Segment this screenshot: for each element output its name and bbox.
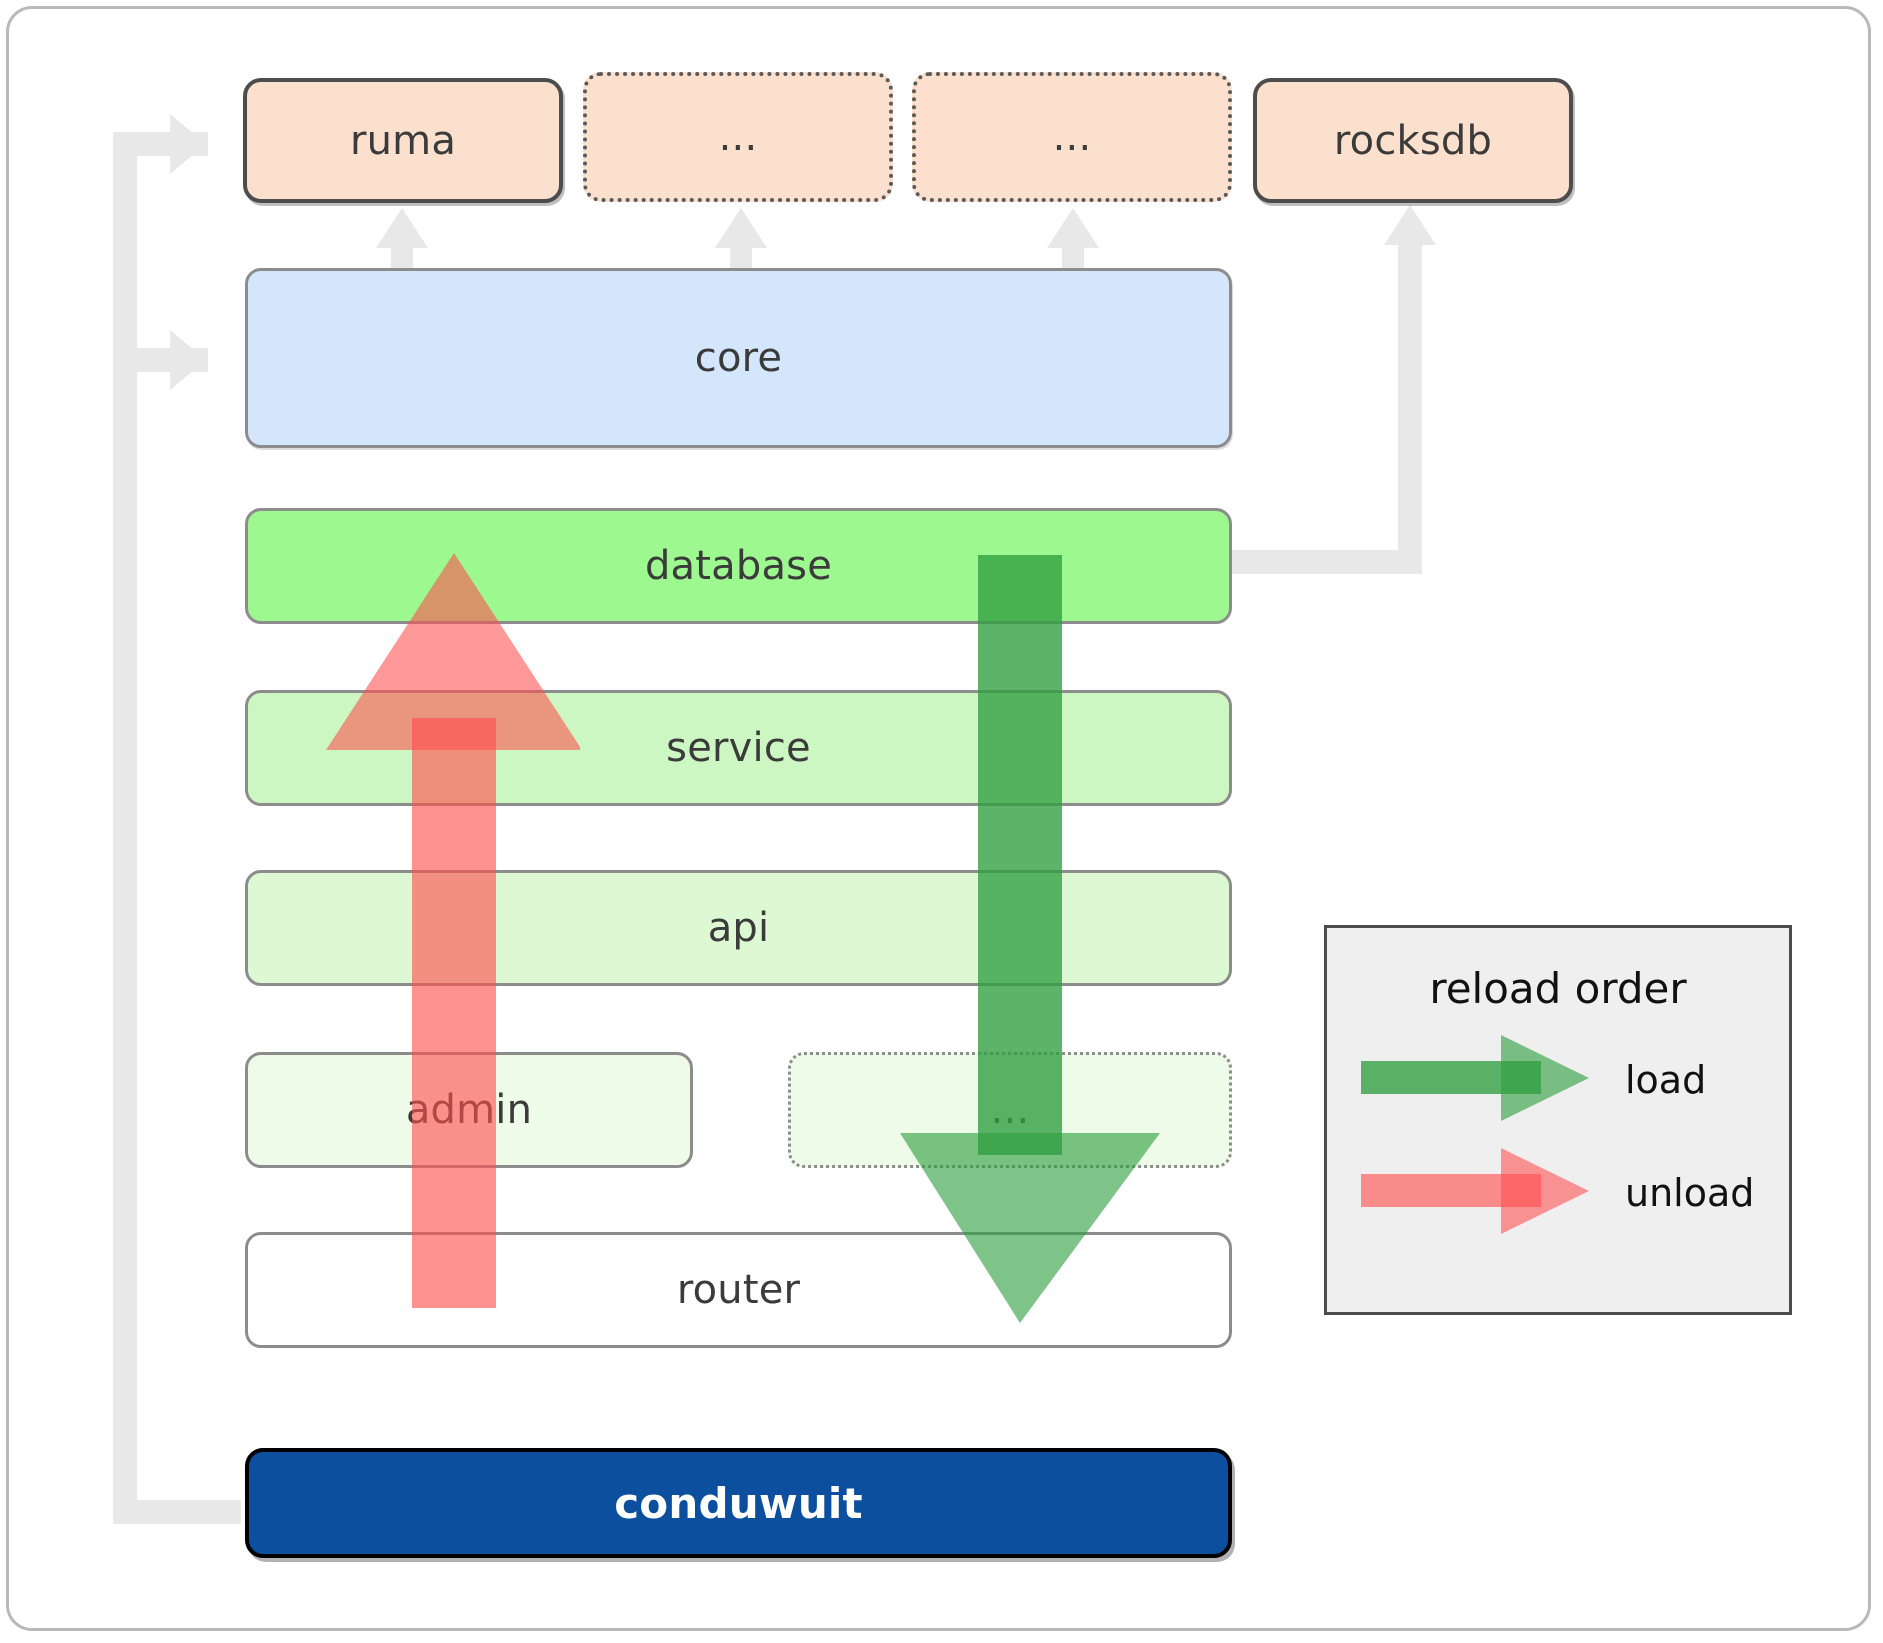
- legend-load-label: load: [1625, 1058, 1707, 1102]
- legend-title: reload order: [1429, 964, 1687, 1013]
- connector-arrow-ruma: [170, 114, 206, 174]
- connector-branch-conduwuit: [113, 1500, 241, 1524]
- connector-arrow-core-ruma: [376, 208, 428, 248]
- node-core-label: core: [694, 335, 783, 381]
- connector-arrow-core-dots2: [1047, 208, 1099, 248]
- crate-ruma[interactable]: ruma: [243, 78, 563, 203]
- legend-panel: reload order load unload: [1324, 925, 1792, 1315]
- layer-service[interactable]: service: [245, 690, 1232, 806]
- crate-ruma-label: ruma: [349, 117, 457, 164]
- layer-api[interactable]: api: [245, 870, 1232, 986]
- connector-arrow-core: [170, 330, 206, 390]
- connector-database-right: [1230, 550, 1410, 574]
- connector-left-spine: [113, 132, 137, 1512]
- layer-admin-label: admin: [405, 1087, 533, 1133]
- layer-database-label: database: [644, 543, 833, 589]
- layer-router[interactable]: router: [245, 1232, 1232, 1348]
- crate-placeholder-2[interactable]: ...: [912, 72, 1232, 202]
- node-conduwuit-label: conduwuit: [614, 1478, 863, 1528]
- connector-arrow-rocksdb: [1384, 205, 1436, 245]
- connector-arrow-core-dots1: [715, 208, 767, 248]
- legend-load-arrow-icon: [1361, 1035, 1589, 1121]
- crate-rocksdb[interactable]: rocksdb: [1253, 78, 1573, 203]
- connector-rocksdb-riser: [1398, 230, 1422, 574]
- crate-placeholder-1[interactable]: ...: [583, 72, 893, 202]
- crate-placeholder-1-label: ...: [718, 114, 758, 160]
- layer-admin[interactable]: admin: [245, 1052, 693, 1168]
- layer-service-label: service: [666, 725, 811, 771]
- legend-unload-label: unload: [1625, 1171, 1755, 1215]
- node-core[interactable]: core: [245, 268, 1232, 448]
- crate-rocksdb-label: rocksdb: [1333, 117, 1493, 164]
- layer-router-label: router: [676, 1267, 801, 1313]
- layer-database[interactable]: database: [245, 508, 1232, 624]
- layer-api-label: api: [707, 905, 770, 951]
- layer-placeholder-label: ...: [990, 1087, 1030, 1133]
- legend-unload-arrow-icon: [1361, 1148, 1589, 1234]
- crate-placeholder-2-label: ...: [1052, 114, 1092, 160]
- node-conduwuit[interactable]: conduwuit: [245, 1448, 1232, 1558]
- diagram-frame: [6, 6, 1871, 1631]
- layer-placeholder[interactable]: ...: [788, 1052, 1232, 1168]
